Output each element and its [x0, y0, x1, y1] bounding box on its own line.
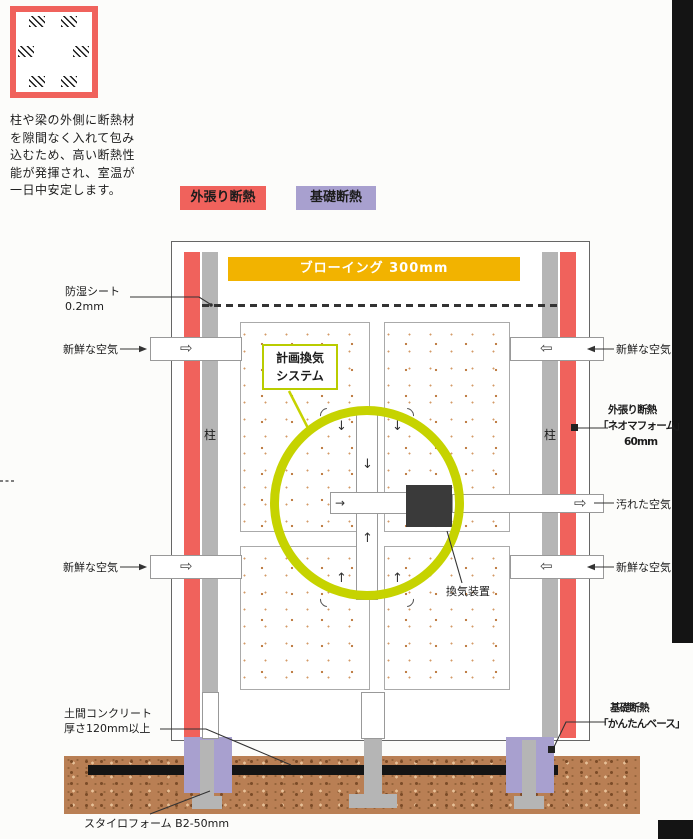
footing-center — [349, 794, 397, 808]
moisture-sheet-line2: 0.2mm — [65, 300, 104, 313]
pillar-label-right: 柱 — [543, 428, 556, 442]
description-line: 込むため、高い断熱性 — [10, 148, 136, 162]
vent-system-callout: 計画換気 システム — [262, 344, 338, 390]
exterior-detail-line3: 60mm — [624, 436, 658, 448]
legend-exterior-insulation: 外張り断熱 — [180, 186, 266, 210]
vent-device-label: 換気装置 — [446, 585, 490, 598]
foundation-vent-center — [361, 692, 385, 739]
blowing-insulation-banner: ブローイング 300mm — [228, 257, 520, 281]
exterior-detail-line1: 外張り断熱 — [608, 404, 657, 416]
airflow-down-arrow: ↓ — [392, 419, 403, 434]
moisture-sheet-line1: 防湿シート — [65, 285, 120, 298]
foundation-vent-left — [202, 692, 219, 739]
column-insulation-icon — [10, 6, 98, 98]
wood-hatch-mark — [73, 46, 89, 57]
page-corner-bar — [658, 820, 693, 839]
foundation-insulation-detail-label: 基礎断熱 「かんたんベース」 — [598, 700, 690, 732]
fresh-air-arrow-icon: ⇦ — [540, 339, 553, 357]
slab-line2: 厚さ120mm以上 — [64, 722, 151, 735]
exterior-insulation-left — [184, 252, 200, 738]
description-line: 能が発揮され、室温が — [10, 165, 136, 180]
fresh-air-arrow-icon: ⇦ — [540, 557, 553, 575]
airflow-down-arrow: ↓ — [336, 419, 347, 434]
exterior-detail-line2: 「ネオマフォーム」 — [598, 420, 686, 432]
dirty-air-arrow-icon: ⇨ — [574, 494, 587, 512]
airflow-up-arrow: ↑ — [362, 531, 373, 546]
fresh-air-label-top-right: 新鮮な空気 — [616, 343, 671, 356]
airflow-right-arrow: → — [335, 496, 346, 510]
vent-system-label-line: 計画換気 — [275, 351, 324, 365]
fresh-air-channel-bottom-right — [510, 555, 604, 579]
pillar-label-left: 柱 — [203, 428, 216, 442]
fresh-air-channel-bottom-left — [150, 555, 242, 579]
foundation-detail-line2: 「かんたんベース」 — [598, 718, 686, 730]
wood-hatch-mark — [61, 76, 77, 87]
slab-line1: 土間コンクリート — [64, 707, 152, 720]
fresh-air-channel-top-right — [510, 337, 604, 361]
description-text: 柱や梁の外側に断熱材 を隙間なく入れて包み 込むため、高い断熱性 能が発揮され、… — [10, 112, 148, 200]
foundation-wall-right — [522, 740, 536, 798]
fresh-air-label-top-left: 新鮮な空気 — [63, 343, 118, 356]
footing-right — [514, 796, 544, 809]
foundation-wall-center — [364, 739, 382, 799]
vent-system-label-line: システム — [276, 369, 324, 383]
airflow-up-arrow: ↑ — [336, 571, 347, 586]
styrofoam-board — [88, 765, 558, 775]
footing-left — [192, 796, 222, 809]
wood-hatch-mark — [29, 76, 45, 87]
foundation-detail-line1: 基礎断熱 — [610, 702, 650, 714]
legend-foundation-insulation: 基礎断熱 — [296, 186, 376, 210]
airflow-down-arrow: ↓ — [362, 457, 373, 472]
fresh-air-label-bottom-left: 新鮮な空気 — [63, 561, 118, 574]
fresh-air-arrow-icon: ⇨ — [180, 557, 193, 575]
wood-hatch-mark — [18, 46, 34, 57]
description-line: 一日中安定します。 — [10, 183, 122, 197]
ventilation-highlight-ring — [270, 406, 464, 600]
page-edge-bar — [672, 0, 693, 643]
dirty-air-label: 汚れた空気 — [616, 498, 671, 511]
moisture-sheet-label: 防湿シート 0.2mm — [65, 284, 120, 314]
slab-label: 土間コンクリート 厚さ120mm以上 — [64, 706, 152, 736]
styrofoam-label: スタイロフォーム B2-50mm — [84, 817, 230, 830]
column-left — [202, 252, 218, 738]
airflow-up-arrow: ↑ — [392, 571, 403, 586]
fresh-air-label-bottom-right: 新鮮な空気 — [616, 561, 671, 574]
wood-hatch-mark — [29, 16, 45, 27]
exterior-insulation-detail-label: 外張り断熱 「ネオマフォーム」 60mm — [598, 402, 690, 450]
fresh-air-channel-top-left — [150, 337, 242, 361]
moisture-sheet-line — [202, 304, 558, 307]
foundation-wall-left — [200, 740, 214, 798]
description-line: を隙間なく入れて包み — [10, 130, 135, 145]
wood-hatch-mark — [61, 16, 77, 27]
fresh-air-arrow-icon: ⇨ — [180, 339, 193, 357]
description-line: 柱や梁の外側に断熱材 — [10, 113, 136, 127]
